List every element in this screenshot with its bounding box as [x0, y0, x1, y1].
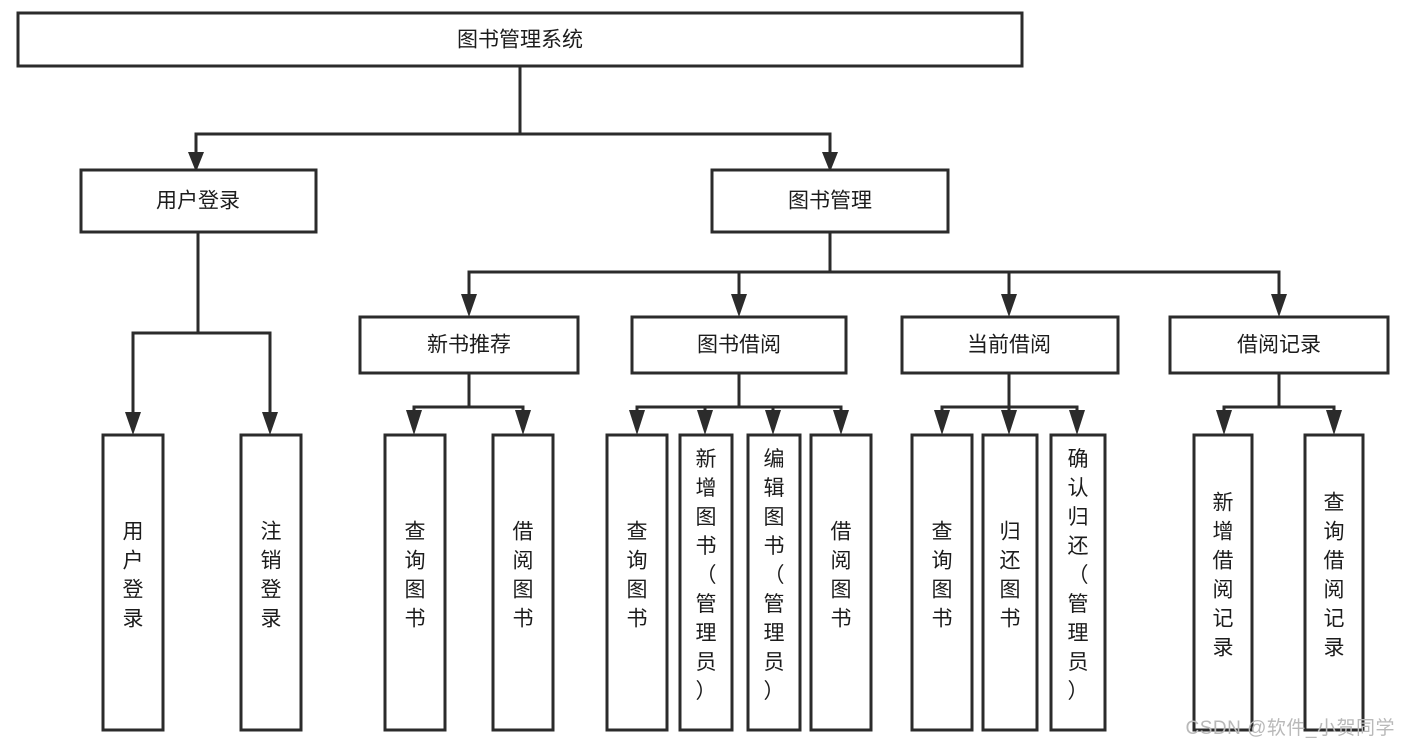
arrow-head-leaf-logout-login	[262, 412, 278, 435]
node-leaf-query-book-2-label: 查询图书	[627, 521, 648, 631]
node-leaf-confirm-return-box[interactable]	[1049, 433, 1107, 732]
node-leaf-query-book-1[interactable]: 查询图书	[383, 433, 447, 732]
node-leaf-user-login-box[interactable]	[101, 433, 165, 732]
node-leaf-borrow-book-1-label: 借阅图书	[513, 521, 534, 631]
node-leaf-return-book[interactable]: 归还图书	[981, 433, 1039, 732]
node-leaf-query-book-1-box[interactable]	[383, 433, 447, 732]
arrow-head-leaf-query-book-2	[629, 410, 645, 435]
node-book-borrow-label: 图书借阅	[697, 334, 781, 357]
arrow-head-leaf-user-login	[125, 412, 141, 435]
node-leaf-edit-book-box[interactable]	[746, 433, 802, 732]
node-leaf-borrow-book-2-label: 借阅图书	[831, 521, 852, 631]
node-user-login-box[interactable]	[79, 168, 318, 234]
node-leaf-add-book-label: 新增图书（管理员）	[696, 448, 717, 703]
arrow-head-leaf-edit-book	[765, 410, 781, 435]
node-book-borrow[interactable]: 图书借阅	[630, 315, 848, 375]
csdn-watermark: CSDN @软件_小贺同学	[1185, 718, 1395, 739]
arrow-head-new-book-recommend	[461, 294, 477, 317]
node-leaf-logout-login-box[interactable]	[239, 433, 303, 732]
arrow-head-leaf-query-record	[1326, 410, 1342, 435]
node-leaf-borrow-book-2-box[interactable]	[809, 433, 873, 732]
node-leaf-add-record[interactable]: 新增借阅记录	[1192, 433, 1254, 732]
node-leaf-borrow-book-1[interactable]: 借阅图书	[491, 433, 555, 732]
node-leaf-add-book-box[interactable]	[678, 433, 734, 732]
arrow-head-leaf-return-book	[1001, 410, 1017, 435]
arrow-head-leaf-borrow-book-1	[515, 410, 531, 435]
arrow-head-leaf-query-book-3	[934, 410, 950, 435]
node-current-borrow-box[interactable]	[900, 315, 1120, 375]
node-leaf-query-record[interactable]: 查询借阅记录	[1303, 433, 1365, 732]
connector-layer	[125, 64, 1342, 435]
node-root[interactable]: 图书管理系统	[16, 11, 1024, 68]
node-leaf-query-record-box[interactable]	[1303, 433, 1365, 732]
node-leaf-add-book[interactable]: 新增图书（管理员）	[678, 433, 734, 732]
node-leaf-user-login-label: 用户登录	[123, 521, 144, 631]
node-book-management-label: 图书管理	[788, 190, 872, 213]
node-user-login-label: 用户登录	[156, 190, 240, 213]
arrow-head-current-borrow	[1001, 294, 1017, 317]
node-leaf-return-book-label: 归还图书	[1000, 521, 1021, 631]
node-leaf-confirm-return[interactable]: 确认归还（管理员）	[1049, 433, 1107, 732]
arrow-head-leaf-add-record	[1216, 410, 1232, 435]
arrow-head-borrow-record	[1271, 294, 1287, 317]
node-leaf-return-book-box[interactable]	[981, 433, 1039, 732]
node-book-management-box[interactable]	[710, 168, 950, 234]
node-borrow-record-label: 借阅记录	[1237, 334, 1321, 357]
node-current-borrow-label: 当前借阅	[967, 334, 1051, 357]
node-leaf-query-record-label: 查询借阅记录	[1324, 492, 1345, 660]
node-leaf-user-login[interactable]: 用户登录	[101, 433, 165, 732]
node-book-borrow-box[interactable]	[630, 315, 848, 375]
node-leaf-query-book-3-box[interactable]	[910, 433, 974, 732]
arrow-head-leaf-borrow-book-2	[833, 410, 849, 435]
node-book-management[interactable]: 图书管理	[710, 168, 950, 234]
node-new-book-recommend[interactable]: 新书推荐	[358, 315, 580, 375]
node-user-login[interactable]: 用户登录	[79, 168, 318, 234]
node-leaf-edit-book[interactable]: 编辑图书（管理员）	[746, 433, 802, 732]
node-leaf-query-book-2-box[interactable]	[605, 433, 669, 732]
node-leaf-logout-login-label: 注销登录	[261, 521, 282, 631]
arrow-head-leaf-query-book-1	[406, 410, 422, 435]
node-borrow-record-box[interactable]	[1168, 315, 1390, 375]
arrow-head-user-login	[188, 152, 204, 172]
node-leaf-query-book-3-label: 查询图书	[932, 521, 953, 631]
node-leaf-add-record-box[interactable]	[1192, 433, 1254, 732]
node-leaf-edit-book-label: 编辑图书（管理员）	[764, 448, 785, 703]
node-leaf-borrow-book-1-box[interactable]	[491, 433, 555, 732]
node-current-borrow[interactable]: 当前借阅	[900, 315, 1120, 375]
node-leaf-logout-login[interactable]: 注销登录	[239, 433, 303, 732]
arrow-head-leaf-confirm-return	[1069, 410, 1085, 435]
node-leaf-query-book-2[interactable]: 查询图书	[605, 433, 669, 732]
node-leaf-add-record-label: 新增借阅记录	[1213, 492, 1234, 660]
node-leaf-query-book-1-label: 查询图书	[405, 521, 426, 631]
arrow-head-leaf-add-book	[697, 410, 713, 435]
node-leaf-query-book-3[interactable]: 查询图书	[910, 433, 974, 732]
node-new-book-recommend-label: 新书推荐	[427, 334, 511, 357]
node-root-box[interactable]	[16, 11, 1024, 68]
arrow-head-book-management	[822, 152, 838, 172]
node-new-book-recommend-box[interactable]	[358, 315, 580, 375]
node-leaf-confirm-return-label: 确认归还（管理员）	[1068, 448, 1089, 703]
arrow-head-book-borrow	[731, 294, 747, 317]
node-leaf-borrow-book-2[interactable]: 借阅图书	[809, 433, 873, 732]
node-root-label: 图书管理系统	[457, 29, 583, 52]
node-borrow-record[interactable]: 借阅记录	[1168, 315, 1390, 375]
